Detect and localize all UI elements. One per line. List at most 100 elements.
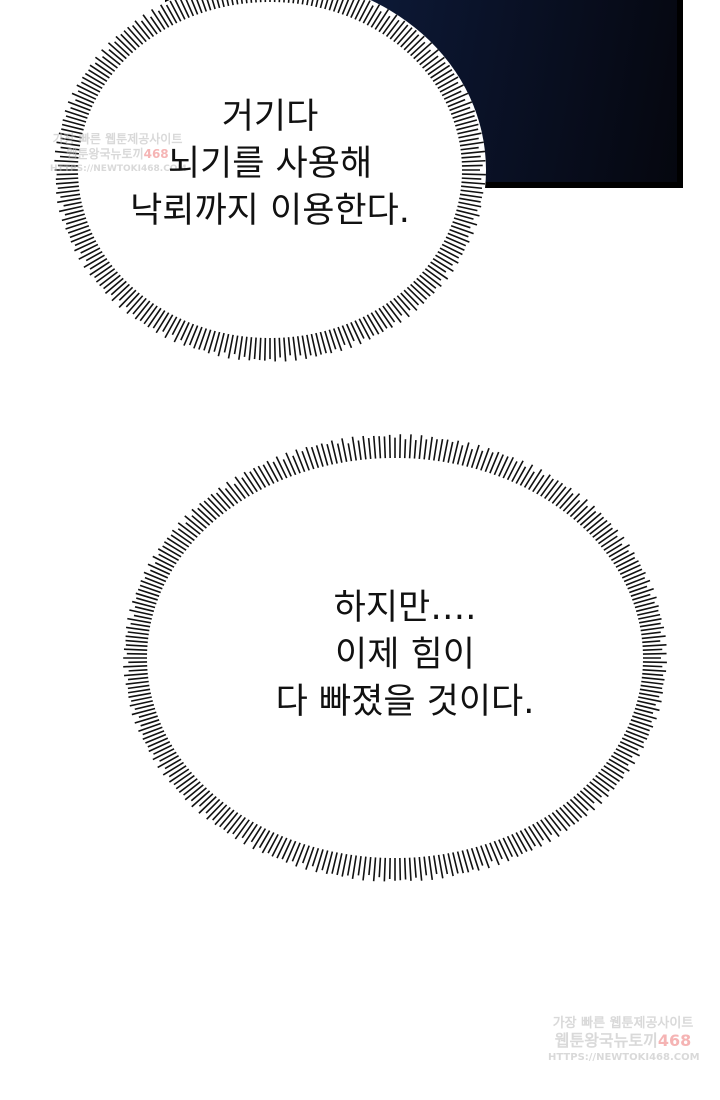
bubble-spike — [326, 443, 334, 465]
bubble-spike — [147, 737, 169, 748]
bubble-spike — [555, 809, 571, 827]
bubble-spike — [133, 614, 152, 620]
bubble-spike — [157, 548, 180, 561]
bubble-spike — [306, 334, 312, 356]
bubble-spike — [393, 24, 409, 43]
bubble-spike — [295, 449, 306, 473]
bubble-spike — [233, 483, 246, 500]
bubble-spike — [416, 277, 435, 294]
bubble-spike — [625, 576, 646, 586]
bubble-spike — [629, 585, 648, 594]
speech-bubble-2 — [123, 434, 667, 882]
bubble-spike — [627, 726, 649, 736]
bubble-spike — [94, 56, 116, 72]
bubble-spike — [442, 854, 449, 875]
bubble-spike — [519, 464, 534, 486]
bubble-2-line: 이제 힘이 — [335, 635, 475, 675]
bubble-spike — [630, 588, 654, 597]
bubble-spike — [551, 812, 568, 832]
bubble-1-line: 뇌기를 사용해 — [167, 144, 373, 184]
bubble-spike — [111, 283, 130, 302]
bubble-spike — [437, 76, 459, 90]
bubble-spike — [101, 49, 121, 66]
bubble-spike — [227, 334, 234, 359]
bubble-spike — [193, 326, 203, 349]
bubble-spike — [627, 579, 651, 590]
bubble-spike — [432, 257, 454, 272]
bubble-spike — [149, 16, 162, 33]
bubble-spike — [528, 826, 543, 847]
bubble-spike — [396, 295, 411, 311]
bubble-spike — [403, 857, 407, 880]
bubble-spike — [393, 297, 410, 318]
bubble-spike — [320, 443, 329, 466]
bubble-spike — [123, 30, 140, 48]
bubble-spike — [132, 297, 147, 315]
bubble-spike — [449, 101, 473, 112]
bubble-1-line: 거기다 — [221, 97, 319, 137]
bubble-spike — [169, 0, 182, 22]
bubble-spike — [310, 0, 314, 7]
bubble-spike — [57, 197, 81, 204]
bubble-spike — [60, 146, 80, 151]
bubble-spike — [177, 522, 198, 538]
bubble-spike — [461, 177, 482, 180]
bubble-spike — [502, 837, 514, 858]
bubble-spike — [583, 787, 603, 805]
bubble-spike — [633, 596, 657, 605]
bubble-spike — [615, 748, 633, 758]
bubble-spike — [457, 128, 479, 135]
watermark-line1: 가장 빠른 웹툰제공사이트 — [552, 1016, 694, 1031]
bubble-spike — [337, 326, 346, 346]
bubble-spike — [271, 835, 284, 857]
bubble-spike — [413, 42, 433, 60]
bubble-spike — [566, 499, 581, 515]
bubble-spike — [58, 132, 82, 139]
bubble-spike — [562, 804, 580, 822]
bubble-spike — [424, 268, 442, 281]
bubble-spike — [345, 323, 355, 342]
bubble-spike — [439, 81, 459, 93]
bubble-spike — [305, 446, 315, 470]
bubble-spike — [461, 185, 483, 190]
bubble-spike — [89, 64, 110, 79]
bubble-spike — [233, 335, 239, 355]
bubble-spike — [216, 0, 221, 9]
bubble-spike — [635, 703, 660, 712]
watermark-line3: HTTPS://NEWTOKI468.COM — [548, 1052, 700, 1063]
bubble-spike — [291, 842, 301, 862]
bubble-spike — [125, 635, 149, 640]
bubble-spike — [450, 225, 474, 235]
bubble-spike — [104, 277, 124, 294]
bubble-spike — [456, 445, 464, 465]
bubble-spike — [54, 159, 79, 163]
bubble-spike — [632, 715, 652, 723]
bubble-spike — [544, 480, 559, 500]
bubble-spike — [89, 261, 110, 276]
bubble-spike — [569, 499, 588, 518]
bubble-spike — [637, 609, 659, 616]
bubble-spike — [283, 337, 287, 362]
bubble-spike — [457, 205, 478, 212]
bubble-spike — [232, 816, 246, 835]
bubble-spike — [600, 768, 620, 783]
bubble-spike — [400, 29, 417, 48]
bubble-spike — [455, 119, 478, 127]
bubble-spike — [493, 840, 503, 860]
bubble-spike — [225, 481, 243, 502]
bubble-spike — [143, 571, 167, 583]
bubble-spike — [125, 644, 148, 648]
bubble-spike — [285, 452, 297, 476]
bubble-spike — [184, 515, 204, 532]
watermark-number: 468 — [657, 1031, 692, 1050]
bubble-spike — [135, 592, 158, 601]
bubble-spike — [540, 478, 554, 497]
bubble-spike — [403, 34, 420, 51]
bubble-spike — [80, 81, 101, 93]
bubble-spike — [630, 719, 654, 728]
bubble-spike — [598, 529, 619, 545]
bubble-spike — [241, 821, 254, 839]
bubble-spike — [461, 181, 486, 185]
bubble-spike — [433, 855, 438, 875]
bubble-spike — [191, 515, 207, 529]
